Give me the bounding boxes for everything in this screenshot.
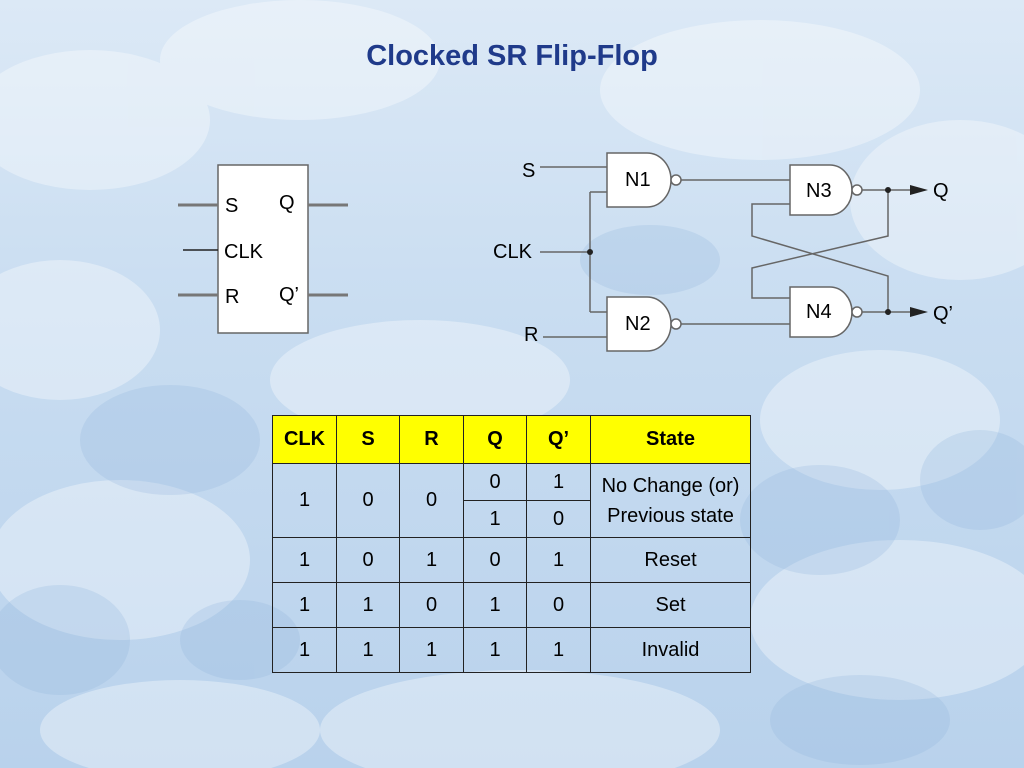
table-row: 1 0 1 0 1 Reset bbox=[272, 537, 751, 583]
header-r: R bbox=[399, 415, 464, 464]
output-label-q: Q bbox=[933, 180, 949, 202]
cell-q: 1 bbox=[463, 582, 527, 628]
input-label-s: S bbox=[522, 160, 535, 182]
cell-s: 0 bbox=[336, 537, 400, 583]
cell-q: 1 bbox=[463, 627, 527, 673]
cell-state-no-change: No Change (or) Previous state bbox=[590, 463, 751, 538]
truth-table-header-row: CLK S R Q Q’ State bbox=[272, 415, 751, 464]
nand-circuit: S CLK R N1 N2 N3 N4 Q Q’ bbox=[493, 152, 953, 352]
cell-s: 1 bbox=[336, 627, 400, 673]
cell-clk: 1 bbox=[272, 463, 337, 538]
state-line-1: No Change (or) bbox=[601, 474, 740, 497]
table-row: 1 1 1 1 1 Invalid bbox=[272, 627, 751, 673]
gate-label-n2: N2 bbox=[625, 313, 651, 335]
cell-qbar: 1 bbox=[526, 537, 591, 583]
header-state: State bbox=[590, 415, 751, 464]
cell-qbar: 0 bbox=[526, 500, 591, 538]
cell-r: 0 bbox=[399, 463, 464, 538]
flip-flop-block-symbol: S Q CLK R Q’ bbox=[178, 164, 348, 334]
cell-state: Reset bbox=[590, 537, 751, 583]
cell-q: 0 bbox=[463, 463, 527, 501]
cell-r: 1 bbox=[399, 627, 464, 673]
block-label-r: R bbox=[225, 286, 239, 308]
gate-label-n4: N4 bbox=[806, 301, 832, 323]
header-s: S bbox=[336, 415, 400, 464]
truth-table: CLK S R Q Q’ State 1 0 0 0 1 No Change (… bbox=[272, 415, 751, 673]
cell-clk: 1 bbox=[272, 537, 337, 583]
cell-state: Invalid bbox=[590, 627, 751, 673]
gate-label-n3: N3 bbox=[806, 180, 832, 202]
cell-r: 0 bbox=[399, 582, 464, 628]
cell-s: 0 bbox=[336, 463, 400, 538]
table-row: 1 1 0 1 0 Set bbox=[272, 582, 751, 628]
cell-qbar: 1 bbox=[526, 463, 591, 501]
block-label-s: S bbox=[225, 195, 238, 217]
table-row: 1 0 bbox=[273, 500, 751, 538]
slide-title: Clocked SR Flip-Flop bbox=[366, 40, 658, 72]
block-label-clk: CLK bbox=[224, 241, 264, 263]
table-row: 1 0 0 0 1 No Change (or) Previous state bbox=[272, 463, 751, 538]
cell-q: 1 bbox=[463, 500, 527, 538]
cell-clk: 1 bbox=[272, 582, 337, 628]
header-q: Q bbox=[463, 415, 527, 464]
flip-flop-diagram: S Q CLK R Q’ bbox=[178, 152, 953, 352]
cell-r: 1 bbox=[399, 537, 464, 583]
gate-label-n1: N1 bbox=[625, 169, 651, 191]
input-label-clk: CLK bbox=[493, 241, 533, 263]
cell-qbar: 1 bbox=[526, 627, 591, 673]
block-label-qbar: Q’ bbox=[279, 284, 299, 306]
header-clk: CLK bbox=[272, 415, 337, 464]
output-label-qbar: Q’ bbox=[933, 303, 953, 325]
cell-state: Set bbox=[590, 582, 751, 628]
input-label-r: R bbox=[524, 324, 538, 346]
block-label-q: Q bbox=[279, 192, 295, 214]
cell-s: 1 bbox=[336, 582, 400, 628]
cell-q: 0 bbox=[463, 537, 527, 583]
header-qbar: Q’ bbox=[526, 415, 591, 464]
state-line-2: Previous state bbox=[607, 504, 734, 527]
cell-qbar: 0 bbox=[526, 582, 591, 628]
cell-clk: 1 bbox=[272, 627, 337, 673]
